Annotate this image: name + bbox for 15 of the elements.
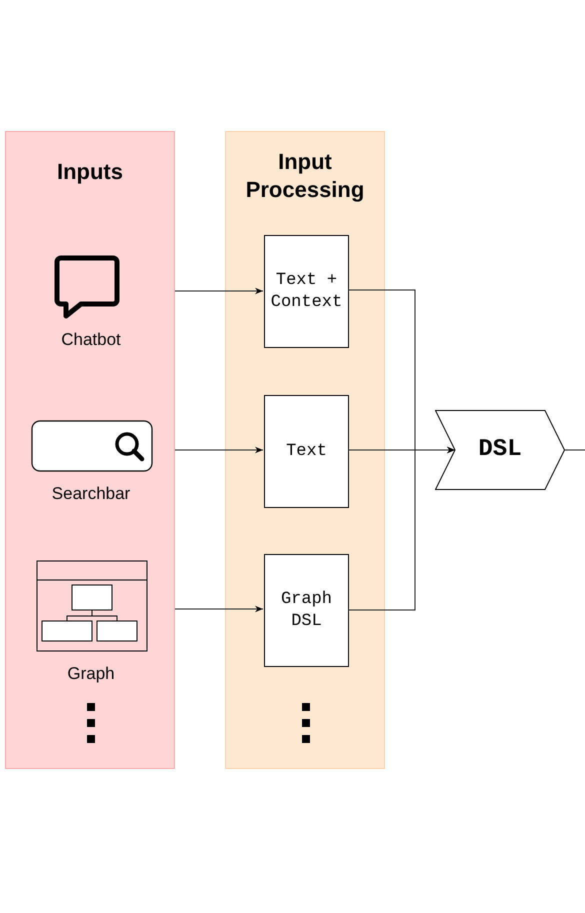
input-processing-panel [225, 131, 385, 769]
item-label: Graph [66, 664, 116, 684]
panel-heading: Input Processing [244, 148, 366, 204]
chevron-label: DSL [477, 436, 523, 464]
process-box: Text + Context [264, 235, 349, 348]
arrow [174, 288, 264, 294]
panel-heading: Inputs [56, 158, 124, 186]
arrow [174, 446, 264, 454]
arrow [348, 446, 456, 610]
item-label: Searchbar [50, 484, 132, 504]
inputs-panel [5, 131, 175, 769]
arrow [174, 606, 264, 612]
process-box: Graph DSL [264, 554, 349, 667]
item-label: Chatbot [60, 330, 122, 350]
process-box: Text [264, 395, 349, 508]
